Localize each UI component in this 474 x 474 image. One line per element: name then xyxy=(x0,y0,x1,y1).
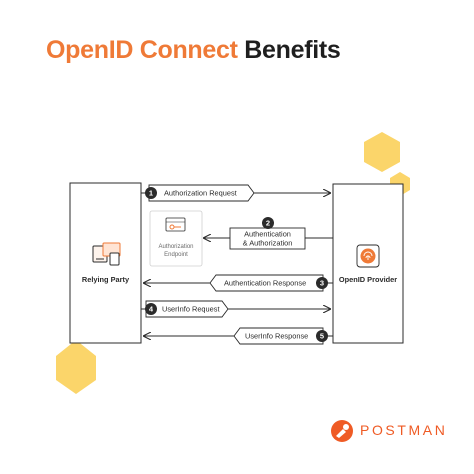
devices-icon xyxy=(92,242,121,266)
step-number-4: 4 xyxy=(149,305,154,314)
relying-party-box xyxy=(69,182,142,344)
step-label-4: UserInfo Request xyxy=(162,305,220,314)
page-title: OpenID Connect Benefits xyxy=(46,36,341,65)
postman-wordmark: POSTMAN xyxy=(360,422,448,438)
step-label-5: UserInfo Response xyxy=(245,332,308,341)
step-number-3: 3 xyxy=(320,279,324,288)
step-label-2-line1: Authentication xyxy=(244,230,291,239)
step-label-3: Authentication Response xyxy=(224,279,306,288)
openid-provider-label: OpenID Provider xyxy=(339,275,397,284)
step-number-2: 2 xyxy=(266,219,270,228)
endpoint-label-line2: Endpoint xyxy=(164,252,188,258)
tag-userinfo-request xyxy=(145,300,229,318)
step-badge-2 xyxy=(262,217,274,229)
step-label-2-line2: & Authorization xyxy=(243,239,293,248)
step-label-1: Authorization Request xyxy=(164,189,237,198)
step-badge-4 xyxy=(145,303,157,315)
hexagon-decoration-top xyxy=(364,132,400,172)
fingerprint-icon xyxy=(356,244,380,268)
step-number-5: 5 xyxy=(320,332,324,341)
step-number-1: 1 xyxy=(149,189,153,198)
hexagon-decoration-large xyxy=(56,340,96,394)
title-rest: Benefits xyxy=(244,36,341,64)
step-badge-3 xyxy=(316,277,328,289)
step-badge-1 xyxy=(145,187,157,199)
authorization-endpoint-box xyxy=(149,210,203,267)
endpoint-label-line1: Authorization xyxy=(158,244,193,250)
step-badge-5 xyxy=(316,330,328,342)
postman-logo-icon xyxy=(331,420,353,442)
title-accent: OpenID Connect xyxy=(46,36,238,64)
relying-party-label: Relying Party xyxy=(82,275,130,284)
key-icon xyxy=(165,217,186,232)
